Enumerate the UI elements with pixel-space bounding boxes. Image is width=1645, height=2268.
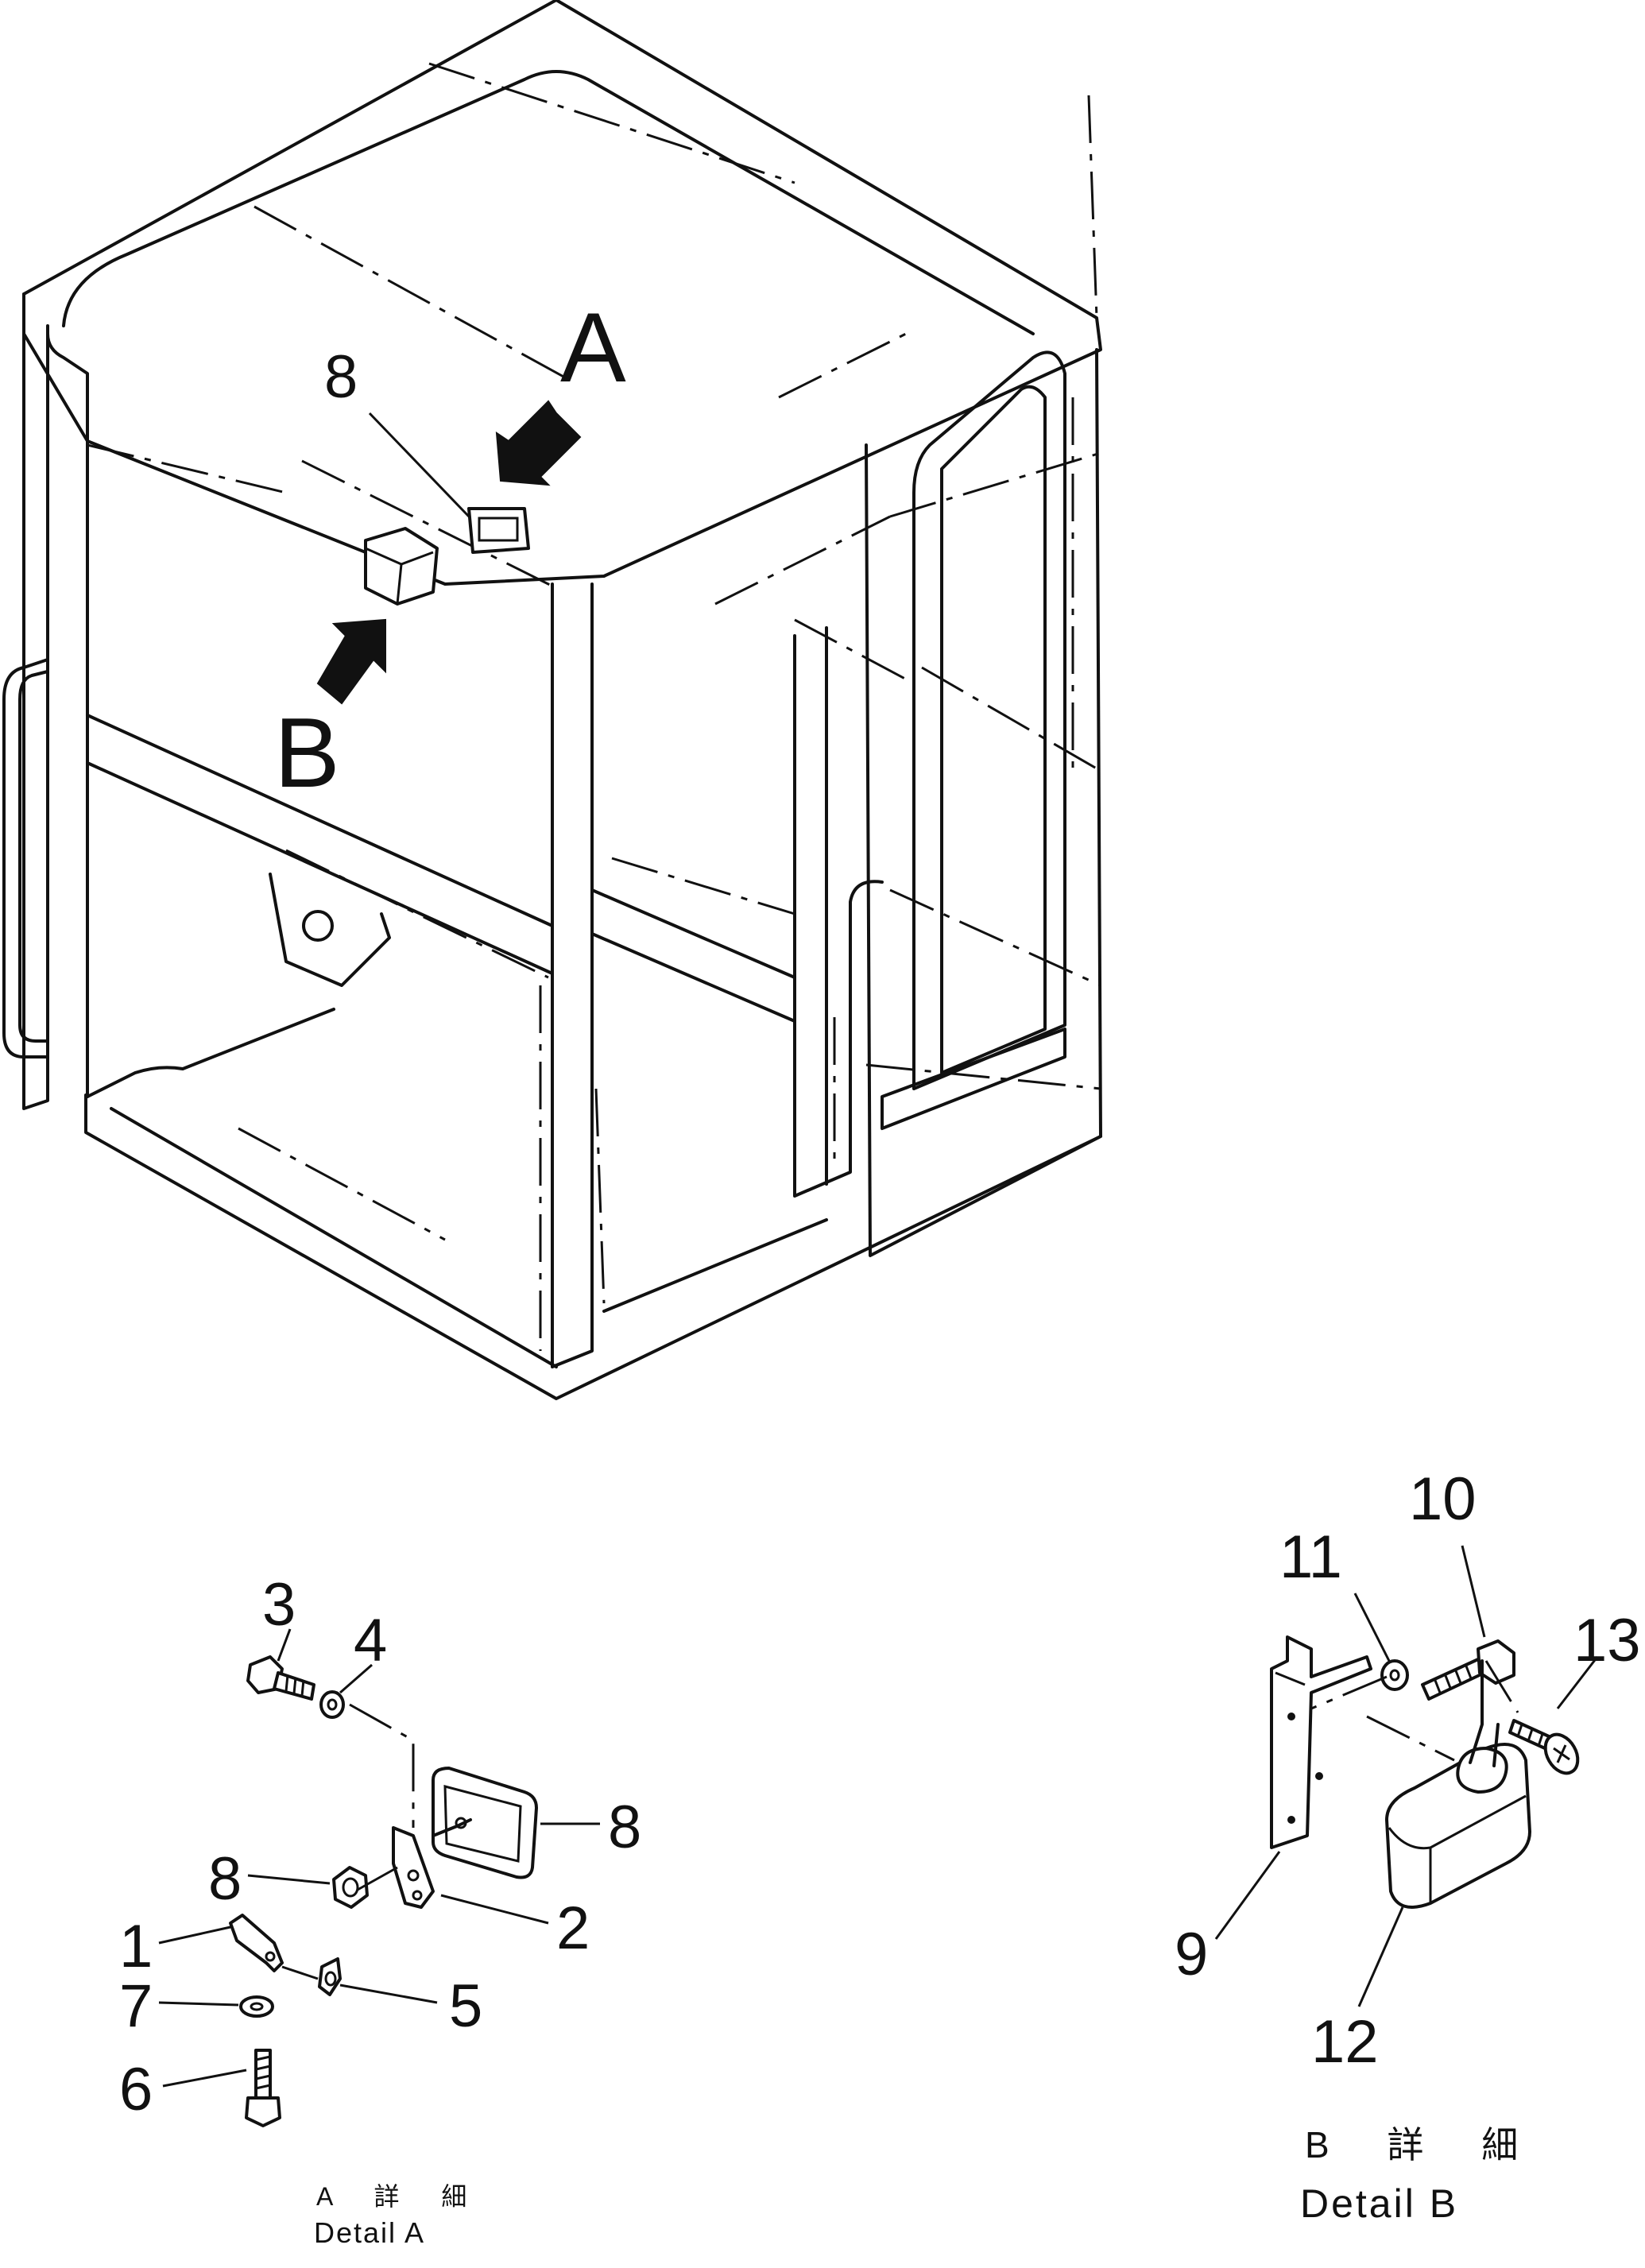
detail-b-caption-en: Detail B [1300, 2181, 1458, 2226]
callout-5: 5 [449, 1972, 482, 2040]
detail-b: 10 11 13 9 12 B 詳 細 Detail B [1175, 1465, 1641, 2226]
callout-2: 2 [556, 1895, 590, 1962]
callout-11: 11 [1279, 1523, 1342, 1591]
callout-1: 1 [119, 1913, 153, 1980]
callout-13: 13 [1573, 1607, 1641, 1674]
part-10-bolt [1421, 1639, 1515, 1701]
part-1-clip [229, 1914, 284, 1972]
callout-8-lamp: 8 [608, 1794, 641, 1861]
callout-10: 10 [1409, 1465, 1477, 1533]
part-13-screw [1508, 1719, 1580, 1775]
cab-bracket [269, 873, 391, 987]
cab-door-window [912, 350, 1066, 1090]
part-12-speaker [1385, 1659, 1531, 1909]
callout-8-nut: 8 [208, 1845, 242, 1913]
part-7-washer [239, 1995, 274, 2018]
callout-9: 9 [1175, 1921, 1208, 1988]
cab-handrail [2, 658, 49, 1059]
callout-3: 3 [262, 1571, 296, 1639]
callout-4: 4 [354, 1607, 387, 1674]
cab-left-pillar [22, 292, 49, 1110]
part-3-bolt [246, 1655, 315, 1701]
cab-front-pillar [551, 582, 594, 1368]
view-arrow-a [495, 400, 582, 486]
cab-roof [22, 0, 1102, 586]
cab-callout-8: 8 [324, 343, 358, 411]
detail-a: 3 4 8 8 2 1 5 7 6 A 詳 細 Detail A [119, 1571, 641, 2249]
view-label-a: A [560, 293, 626, 403]
detail-a-caption-en: Detail A [314, 2216, 425, 2249]
part-8-nut [332, 1866, 369, 1909]
view-label-b: B [274, 699, 340, 808]
part-2-bracket [392, 1826, 435, 1909]
part-5-wing-nut [318, 1957, 342, 1996]
view-arrow-b [316, 618, 386, 705]
detail-a-caption-jp: A 詳 細 [316, 2182, 484, 2211]
cab-base [84, 1093, 1102, 1400]
cab-rear-pillar [865, 348, 1102, 1257]
part-6-screw [245, 2049, 281, 2127]
part-11-washer [1380, 1659, 1409, 1691]
cab-room-lamp [467, 507, 530, 554]
part-4-washer [319, 1690, 345, 1719]
part-8-room-lamp [432, 1767, 538, 1879]
callout-7: 7 [119, 1972, 153, 2040]
cab-assembly [2, 0, 1102, 1400]
callout-6: 6 [119, 2056, 153, 2123]
callout-12: 12 [1311, 2008, 1379, 2076]
part-9-bracket [1270, 1635, 1372, 1849]
detail-b-caption-jp: B 詳 細 [1305, 2124, 1542, 2165]
